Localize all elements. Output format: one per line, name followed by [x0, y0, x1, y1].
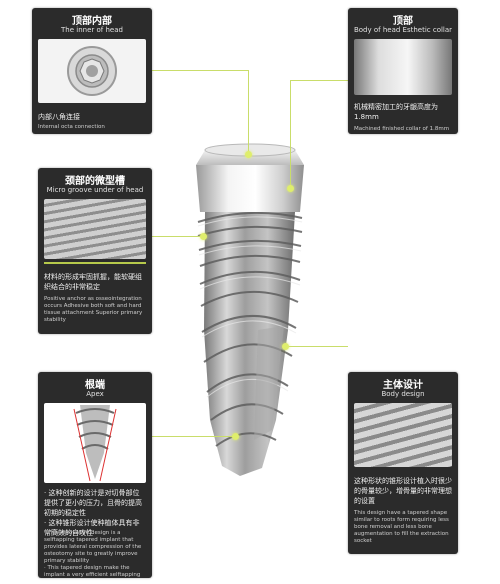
callout-dot [232, 433, 239, 440]
card-title-en: Apex [86, 390, 104, 398]
micro-groove-photo [44, 199, 146, 259]
card-caption-zh: 机械精密加工的牙龈高度为1.8mm [354, 103, 438, 121]
callout-dot [287, 185, 294, 192]
leader-line [152, 236, 204, 237]
card-body-design: 主体设计 Body design 这种形状的锥形设计植入时很少的骨量较少，增骨量… [348, 372, 458, 554]
body-design-photo [354, 403, 452, 467]
card-caption-zh: · 这种创新的设计是对切骨部位提供了更小的压力，且骨的提高初期的稳定性 · 这种… [44, 489, 142, 537]
leader-line [248, 70, 249, 154]
card-title-zh: 根端 [85, 380, 105, 391]
leader-line [290, 80, 291, 188]
callout-dot [200, 233, 207, 240]
card-caption-zh: 内部八角连接 [38, 113, 80, 121]
card-caption-en: Positive anchor as osseointegration occu… [44, 296, 143, 323]
card-title-zh: 顶部 [393, 16, 413, 27]
leader-line [290, 80, 348, 81]
leader-line [152, 70, 248, 71]
inner-head-photo [38, 39, 146, 103]
card-title-en: Body of head Esthetic collar [353, 26, 453, 34]
card-apex: 根端 Apex · 这种创新的设计是对切骨部位提供了更小的压力，且骨的提高初期的… [38, 372, 152, 578]
card-caption-en: This design have a tapered shape similar… [354, 510, 449, 544]
card-title-zh: 颈部的微型槽 [65, 176, 125, 187]
card-caption-zh: 这种形状的锥形设计植入时很少的骨量较少，增骨量的非常理想的设置 [354, 477, 452, 505]
card-title-en: Micro groove under of head [46, 186, 144, 194]
card-title-zh: 顶部内部 [72, 16, 112, 27]
card-caption-en: · This innovative design is a selftappin… [44, 530, 142, 578]
card-body-of-head: 顶部 Body of head Esthetic collar 机械精密加工的牙… [348, 8, 458, 134]
card-title-zh: 主体设计 [383, 380, 423, 391]
leader-line [152, 436, 236, 437]
callout-dot [245, 151, 252, 158]
collar-photo [354, 39, 452, 95]
card-caption-en: Machined finished collar of 1.8mm [354, 126, 450, 132]
card-caption-zh: 材料的形成牢固抓握，能软硬组织结合的非常稳定 [44, 273, 142, 291]
card-caption-en: Internal octa connection [38, 124, 105, 130]
leader-line [286, 346, 348, 347]
apex-photo [44, 403, 146, 483]
card-micro-groove: 颈部的微型槽 Micro groove under of head 材料的形成牢… [38, 168, 152, 334]
card-title-en: The inner of head [61, 26, 123, 34]
card-title-en: Body design [381, 390, 425, 398]
card-inner-of-head: 顶部内部 The inner of head 内部八角连接 Internal o… [32, 8, 152, 134]
divider [44, 262, 146, 264]
callout-dot [282, 343, 289, 350]
